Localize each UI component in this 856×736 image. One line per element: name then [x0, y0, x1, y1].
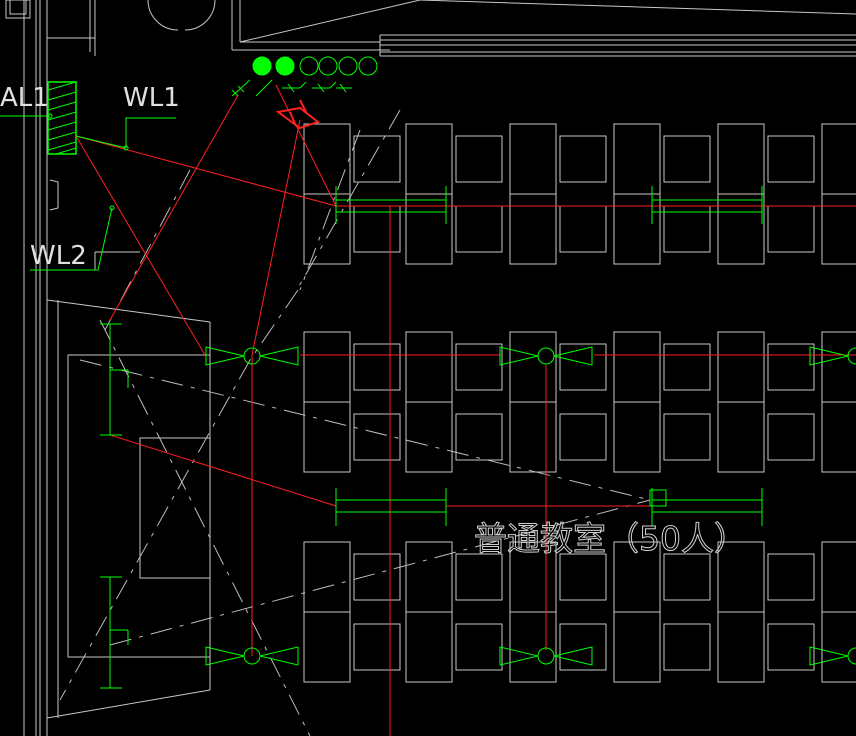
chair [455, 553, 503, 601]
architecture-layer [5, 0, 856, 736]
blackboard-light[interactable] [100, 323, 129, 436]
switch-filled-2[interactable] [275, 56, 295, 76]
chair [767, 135, 815, 183]
lighting-layer [0, 113, 763, 689]
fan-hub [243, 647, 261, 665]
fan-hub [847, 647, 856, 665]
chair [559, 135, 607, 183]
ceiling-fan[interactable] [809, 346, 856, 366]
chair [559, 413, 607, 461]
fan-hub [243, 347, 261, 365]
switch-open-1[interactable] [299, 56, 319, 76]
chair [663, 553, 711, 601]
chair [455, 343, 503, 391]
text-labels: AL1 WL1 WL2 普通教室（50人） [0, 83, 748, 559]
fan-blade-left [499, 346, 539, 366]
chair [767, 623, 815, 671]
switch-open-2[interactable] [318, 56, 338, 76]
chair [353, 135, 401, 183]
ceiling-fan-group [205, 346, 856, 666]
chair [663, 413, 711, 461]
fan-hub [537, 647, 555, 665]
circuit-wiring-layer [75, 84, 856, 736]
switch-row[interactable] [231, 56, 378, 97]
fluorescent-fixture[interactable] [651, 186, 763, 224]
chair [353, 553, 401, 601]
ceiling-fan[interactable] [499, 346, 593, 366]
chair [663, 623, 711, 671]
fan-blade-right [259, 646, 299, 666]
fan-blade-left [205, 346, 245, 366]
fluorescent-fixture[interactable] [335, 186, 447, 224]
chair [353, 413, 401, 461]
fan-blade-right [259, 346, 299, 366]
ceiling-fan[interactable] [205, 346, 299, 366]
switch-open-3[interactable] [338, 56, 358, 76]
ceiling-fan[interactable] [499, 646, 593, 666]
chair [663, 343, 711, 391]
chair [559, 343, 607, 391]
circuit-label-wl1: WL1 [123, 83, 180, 113]
fluorescent-fixture[interactable] [651, 488, 763, 526]
chair [455, 135, 503, 183]
distribution-panel-al1[interactable] [47, 81, 77, 155]
chair [353, 343, 401, 391]
room-label: 普通教室（50人） [474, 519, 747, 558]
annotation-mark[interactable] [275, 99, 321, 130]
switch-open-4[interactable] [358, 56, 378, 76]
wl2-leader [30, 207, 113, 271]
fan-blade-right [553, 346, 593, 366]
chair [767, 343, 815, 391]
blackboard-light[interactable] [100, 576, 129, 689]
switch-filled-1[interactable] [252, 56, 272, 76]
fan-blade-left [809, 346, 849, 366]
panel-label-al1: AL1 [0, 83, 49, 113]
fluorescent-fixture[interactable] [335, 488, 447, 526]
chair [663, 135, 711, 183]
dashed-wiring-layer [59, 109, 651, 736]
chair [767, 553, 815, 601]
fan-blade-right [553, 646, 593, 666]
fan-blade-left [205, 646, 245, 666]
chair [455, 413, 503, 461]
fan-blade-left [499, 646, 539, 666]
ceiling-fan[interactable] [205, 646, 299, 666]
fan-hub [847, 347, 856, 365]
chair [559, 553, 607, 601]
circuit-label-wl2: WL2 [30, 241, 87, 271]
ceiling-fan[interactable] [809, 646, 856, 666]
fan-hub [537, 347, 555, 365]
fan-blade-left [809, 646, 849, 666]
desk-grid [303, 123, 856, 683]
chair [353, 623, 401, 671]
wl1-leader [125, 117, 176, 148]
chair [767, 413, 815, 461]
chair [559, 623, 607, 671]
